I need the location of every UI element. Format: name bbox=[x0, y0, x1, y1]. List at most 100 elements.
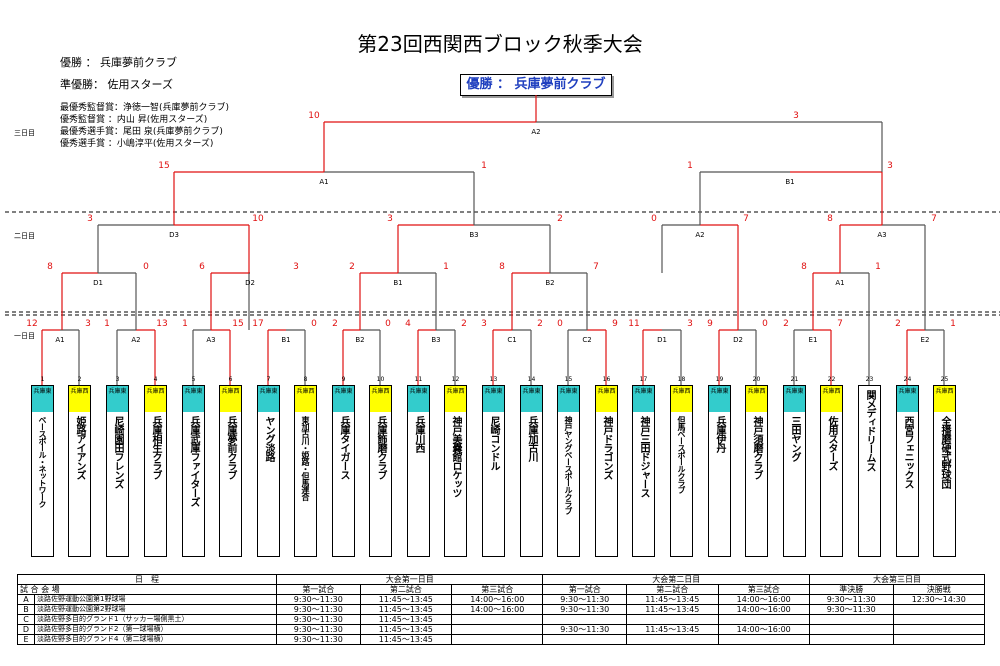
match-score: 3 bbox=[85, 319, 91, 329]
match-score: 8 bbox=[47, 262, 53, 272]
schedule-time bbox=[892, 624, 986, 635]
schedule-round-header: 第三試合 bbox=[451, 584, 544, 595]
match-score: 0 bbox=[557, 319, 563, 329]
team-box: 兵庫西神戸須磨クラブ bbox=[745, 385, 768, 557]
schedule-time: 9:30～11:30 bbox=[276, 634, 361, 645]
match-score: 2 bbox=[349, 262, 355, 272]
match-score: 3 bbox=[481, 319, 487, 329]
match-label: B2 bbox=[355, 336, 364, 344]
schedule-venue-name: 淡路佐野運動公園第2野球場 bbox=[33, 604, 278, 615]
schedule-day-header: 大会第二日目 bbox=[542, 574, 810, 585]
match-score: 1 bbox=[875, 262, 881, 272]
award-best-player: 最優秀選手賞：尾田 泉(兵庫夢前クラブ) bbox=[60, 127, 223, 137]
team-number: 22 bbox=[827, 376, 836, 383]
team-name: 関メディドリームス bbox=[864, 390, 875, 471]
match-score: 15 bbox=[232, 319, 243, 329]
team-name: 兵庫加古川 bbox=[526, 416, 537, 461]
match-score: 7 bbox=[743, 214, 749, 224]
schedule-round-header: 第一試合 bbox=[542, 584, 628, 595]
team-prefecture: 兵庫西 bbox=[69, 386, 90, 412]
team-number: 10 bbox=[376, 376, 385, 383]
schedule-time bbox=[808, 634, 894, 645]
team-number: 3 bbox=[115, 376, 120, 383]
match-score: 2 bbox=[461, 319, 467, 329]
team-box: 兵庫西東加古川・姫路・但馬連合 bbox=[294, 385, 317, 557]
team-box: 兵庫東兵庫タイガース bbox=[332, 385, 355, 557]
match-label: A2 bbox=[531, 128, 540, 136]
schedule-time: 9:30～11:30 bbox=[808, 594, 894, 605]
match-label: A1 bbox=[835, 279, 844, 287]
team-number: 20 bbox=[752, 376, 761, 383]
schedule-time: 9:30～11:30 bbox=[808, 604, 894, 615]
team-number: 14 bbox=[527, 376, 536, 383]
match-score: 17 bbox=[252, 319, 263, 329]
team-name: 神戸美嚢館ロケッツ bbox=[450, 416, 461, 497]
match-score: 11 bbox=[628, 319, 639, 329]
team-number: 23 bbox=[865, 376, 874, 383]
team-number: 8 bbox=[303, 376, 308, 383]
team-name: 兵庫川西 bbox=[413, 416, 424, 452]
schedule-time bbox=[892, 614, 986, 625]
team-name: 西宮フェニックス bbox=[902, 416, 913, 488]
match-score: 10 bbox=[308, 111, 320, 121]
team-name: 佐用スターズ bbox=[826, 416, 837, 470]
match-label: C2 bbox=[582, 336, 591, 344]
match-score: 3 bbox=[793, 111, 799, 121]
team-name: 尼崎園田フレンズ bbox=[112, 416, 123, 488]
schedule-round-header: 第二試合 bbox=[626, 584, 719, 595]
team-prefecture: 兵庫東 bbox=[333, 386, 354, 412]
team-number: 15 bbox=[564, 376, 573, 383]
match-label: D2 bbox=[245, 279, 255, 287]
day-label-2: 二日目 bbox=[14, 232, 35, 240]
team-box: 兵庫東兵庫武庫ファイターズ bbox=[182, 385, 205, 557]
team-box: 兵庫東三田ヤング bbox=[783, 385, 806, 557]
team-name: 神戸三田ドジャース bbox=[638, 416, 649, 497]
schedule-venue-name: 淡路佐野多目的グランド4（第二球場横） bbox=[33, 634, 278, 645]
team-number: 9 bbox=[341, 376, 346, 383]
schedule-time: 11:45～13:45 bbox=[626, 624, 719, 635]
team-prefecture: 兵庫西 bbox=[746, 386, 767, 412]
match-label: B1 bbox=[785, 178, 794, 186]
award-best-manager: 最優秀監督賞：浄徳一智(兵庫夢前クラブ) bbox=[60, 103, 230, 113]
team-name: 尼崎コンドル bbox=[488, 416, 499, 470]
match-label: B1 bbox=[393, 279, 402, 287]
match-label: E1 bbox=[809, 336, 818, 344]
team-prefecture: 兵庫東 bbox=[633, 386, 654, 412]
schedule-time: 11:45～13:45 bbox=[626, 594, 719, 605]
schedule-round-header: 第二試合 bbox=[359, 584, 453, 595]
team-box: 兵庫西但馬ベースボールクラブ bbox=[670, 385, 693, 557]
team-box: 兵庫東兵庫加古川 bbox=[520, 385, 543, 557]
schedule-time: 9:30～11:30 bbox=[542, 604, 628, 615]
team-name: 三田ヤング bbox=[789, 416, 800, 461]
match-score: 0 bbox=[762, 319, 768, 329]
match-label: B1 bbox=[281, 336, 290, 344]
schedule-time: 11:45～13:45 bbox=[626, 604, 719, 615]
schedule-time bbox=[451, 634, 544, 645]
team-prefecture: 兵庫西 bbox=[934, 386, 955, 412]
match-label: A3 bbox=[206, 336, 215, 344]
match-score: 4 bbox=[405, 319, 411, 329]
team-prefecture: 兵庫東 bbox=[258, 386, 279, 412]
match-score: 8 bbox=[801, 262, 807, 272]
team-box: 兵庫東尼崎コンドル bbox=[482, 385, 505, 557]
schedule-venue-code: A bbox=[17, 594, 35, 605]
schedule-time: 11:45～13:45 bbox=[359, 614, 453, 625]
match-score: 1 bbox=[687, 161, 693, 171]
team-name: 但馬ベースボールクラブ bbox=[677, 416, 686, 493]
team-number: 16 bbox=[602, 376, 611, 383]
team-box: 兵庫東神戸三田ドジャース bbox=[632, 385, 655, 557]
team-name: 兵庫夢前クラブ bbox=[225, 416, 236, 479]
match-score: 9 bbox=[707, 319, 713, 329]
schedule-time: 14:00～16:00 bbox=[451, 604, 544, 615]
team-box: 兵庫西佐用スターズ bbox=[820, 385, 843, 557]
team-box: 兵庫西兵庫飾磨クラブ bbox=[369, 385, 392, 557]
day-label-3: 三日目 bbox=[14, 129, 35, 137]
match-score: 3 bbox=[887, 161, 893, 171]
schedule-time bbox=[892, 604, 986, 615]
match-score: 1 bbox=[182, 319, 188, 329]
team-box: 兵庫東尼崎園田フレンズ bbox=[106, 385, 129, 557]
match-score: 15 bbox=[158, 161, 169, 171]
team-box: 兵庫東西宮フェニックス bbox=[896, 385, 919, 557]
match-score: 0 bbox=[385, 319, 391, 329]
match-score: 9 bbox=[612, 319, 618, 329]
